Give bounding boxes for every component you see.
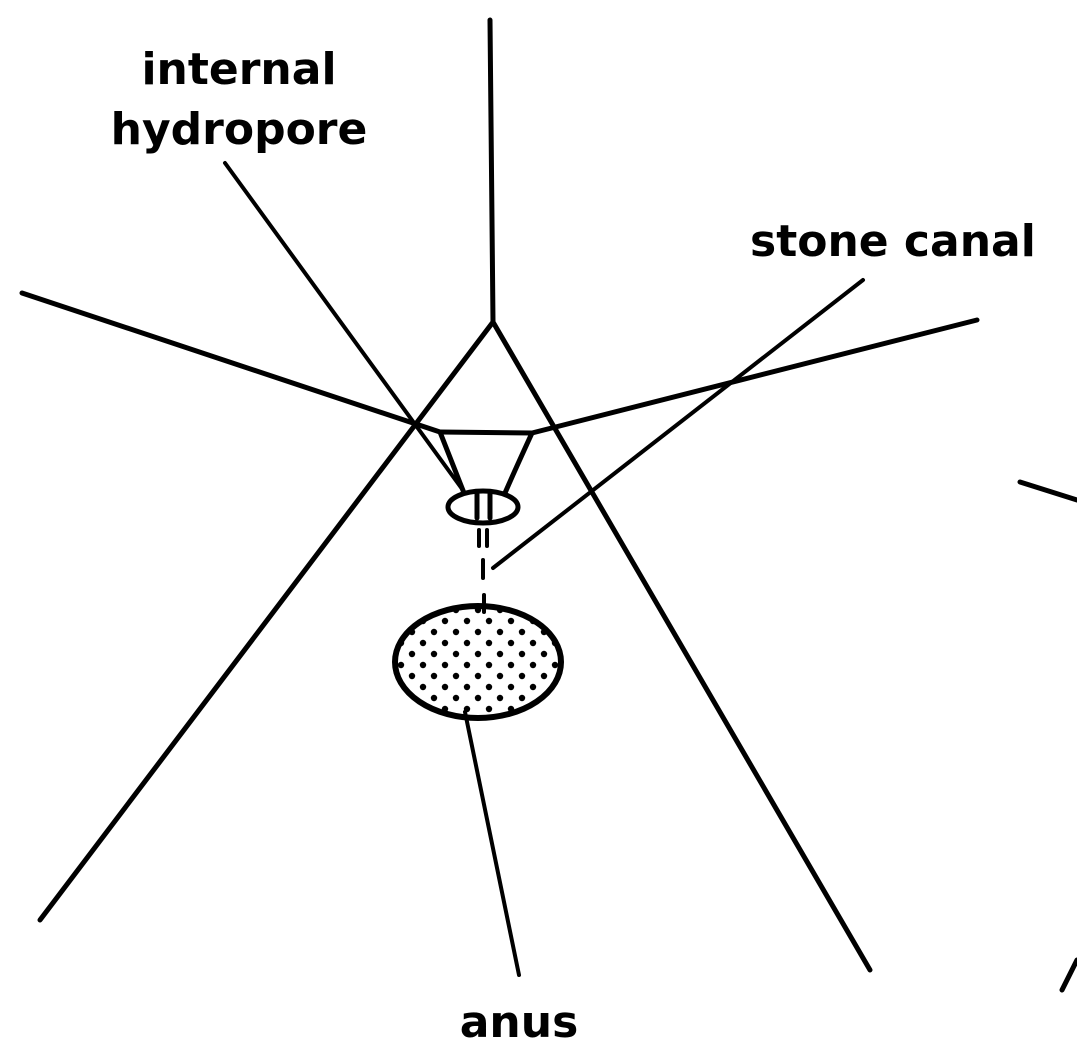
leader-stone-canal bbox=[493, 280, 863, 568]
leader-lines bbox=[225, 163, 863, 975]
leader-anus bbox=[465, 712, 519, 975]
label-internal-line2: hydropore bbox=[111, 104, 368, 155]
label-stone-canal: stone canal bbox=[750, 216, 1036, 267]
disc-top-edge bbox=[440, 432, 532, 433]
leader-internal-hydropore bbox=[225, 163, 465, 493]
label-internal-line1: internal bbox=[141, 44, 336, 95]
disc-funnel-right bbox=[505, 433, 532, 493]
internal-hydropore bbox=[448, 491, 518, 523]
arm-fragment-right-upper bbox=[1020, 482, 1077, 500]
hydropore-ellipse bbox=[448, 491, 518, 523]
arm-lines bbox=[22, 20, 1077, 990]
label-anus: anus bbox=[460, 997, 579, 1048]
anus-shape bbox=[395, 606, 561, 718]
arm-upper-right bbox=[532, 320, 977, 433]
arm-top bbox=[490, 20, 493, 322]
dashed-canal bbox=[479, 530, 487, 612]
arm-fragment-right-lower bbox=[1062, 960, 1077, 990]
central-disc bbox=[440, 432, 532, 493]
arm-upper-left bbox=[22, 293, 440, 432]
